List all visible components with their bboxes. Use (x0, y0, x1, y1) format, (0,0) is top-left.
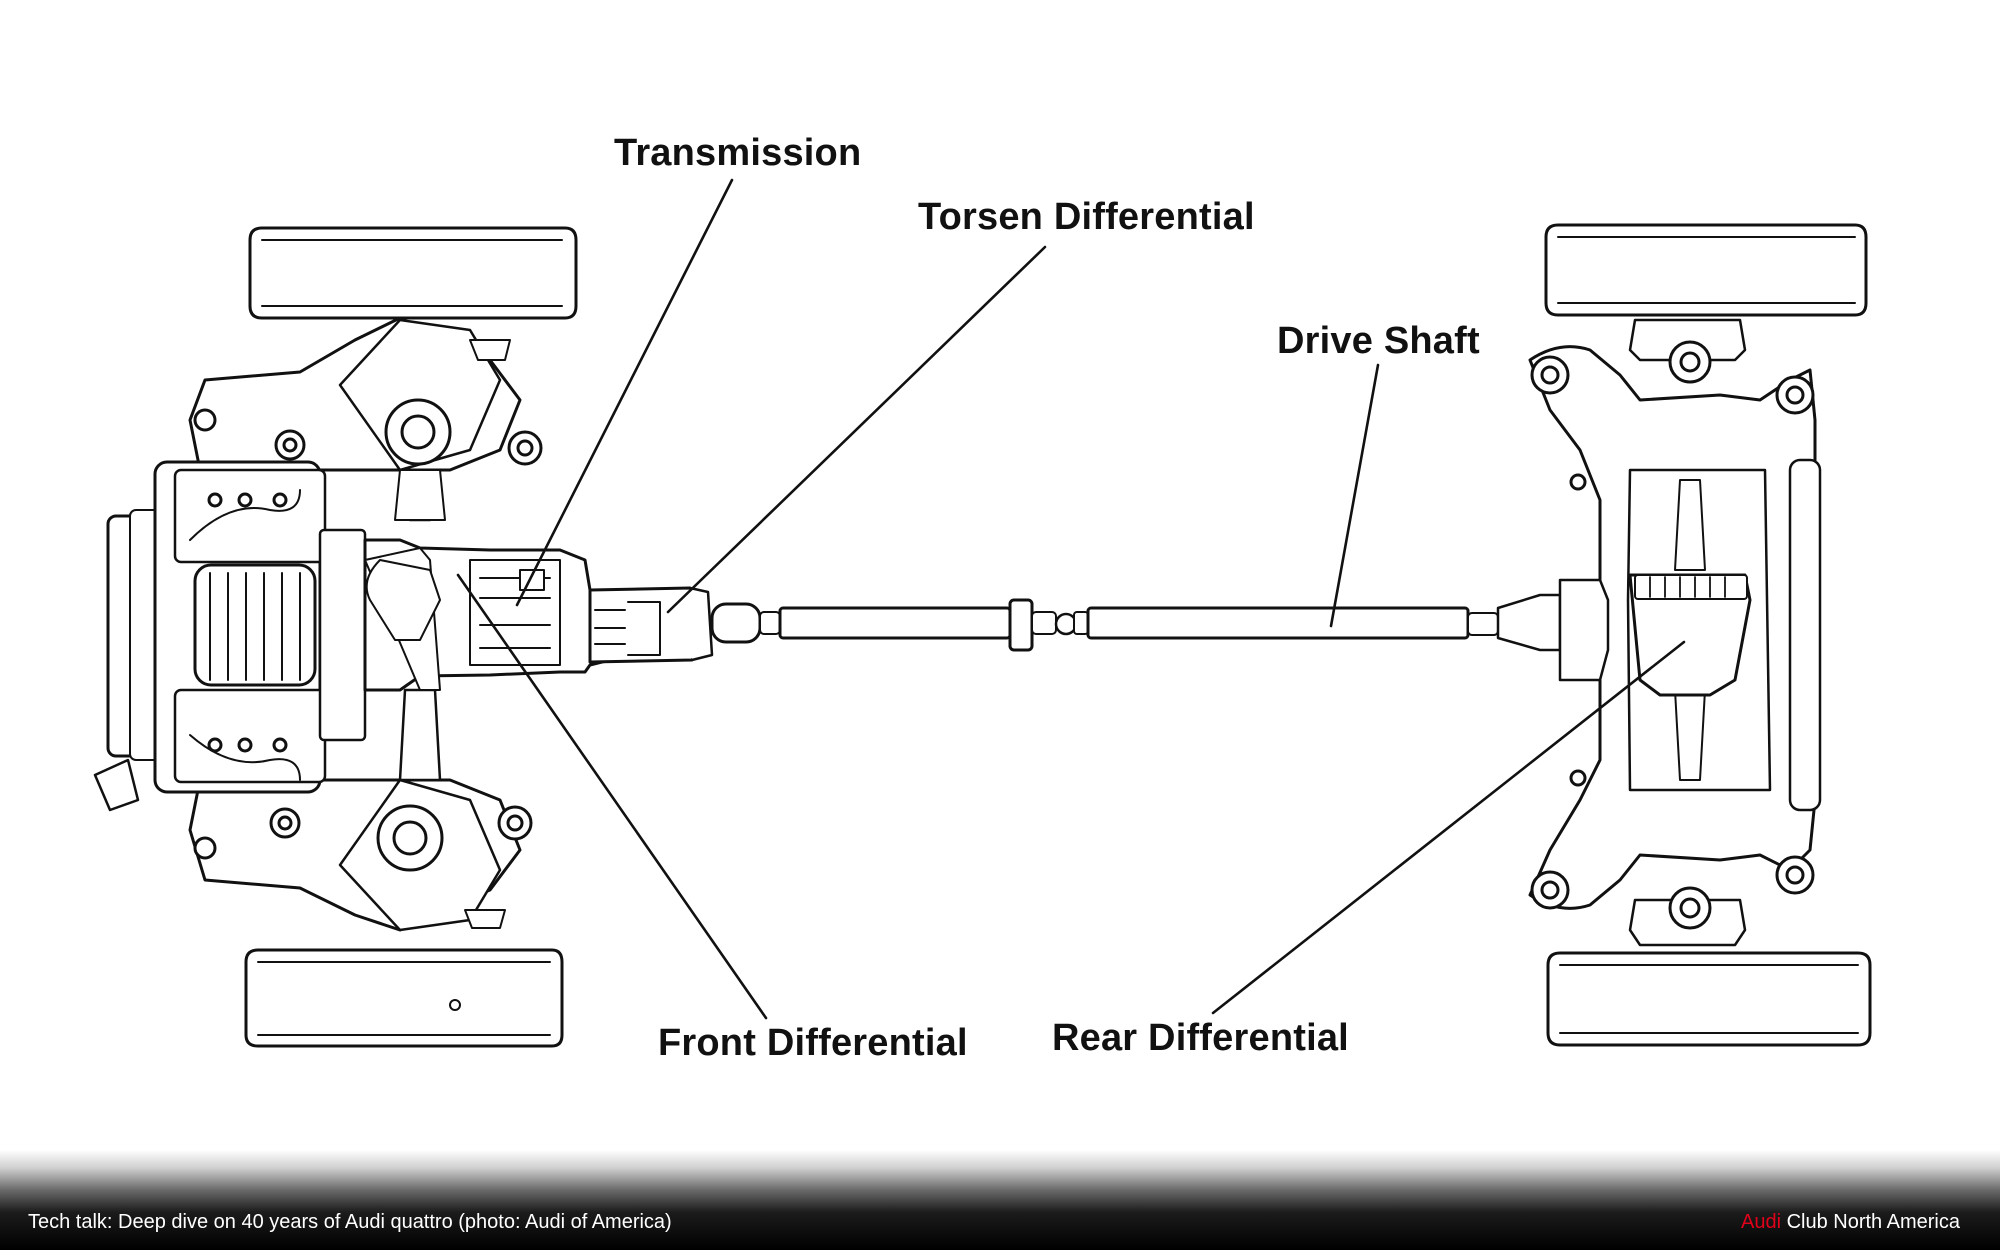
front-right-wheel (244, 948, 564, 1048)
label-transmission: Transmission (614, 132, 862, 174)
brand-prefix: Audi (1741, 1211, 1782, 1233)
drive-shaft (710, 593, 1562, 652)
label-torsen-differential: Torsen Differential (918, 196, 1255, 238)
label-drive-shaft: Drive Shaft (1277, 320, 1480, 362)
brand-logo: Audi Club North America (1741, 1211, 1960, 1234)
torsen-center-differential (588, 586, 714, 664)
rear-left-wheel (1544, 223, 1868, 317)
transmission-housing (363, 538, 612, 692)
engine (93, 460, 367, 812)
photo-caption: Tech talk: Deep dive on 40 years of Audi… (28, 1211, 672, 1233)
brand-name: Club North America (1781, 1211, 1960, 1233)
rear-right-wheel (1546, 951, 1872, 1047)
label-front-differential: Front Differential (658, 1022, 968, 1064)
front-left-wheel (248, 226, 578, 320)
drivetrain-diagram (93, 178, 1872, 1048)
leader-lines (456, 178, 1686, 1020)
label-rear-differential: Rear Differential (1052, 1017, 1349, 1059)
rear-differential (1558, 573, 1752, 697)
caption-bar: Tech talk: Deep dive on 40 years of Audi… (0, 1150, 2000, 1250)
